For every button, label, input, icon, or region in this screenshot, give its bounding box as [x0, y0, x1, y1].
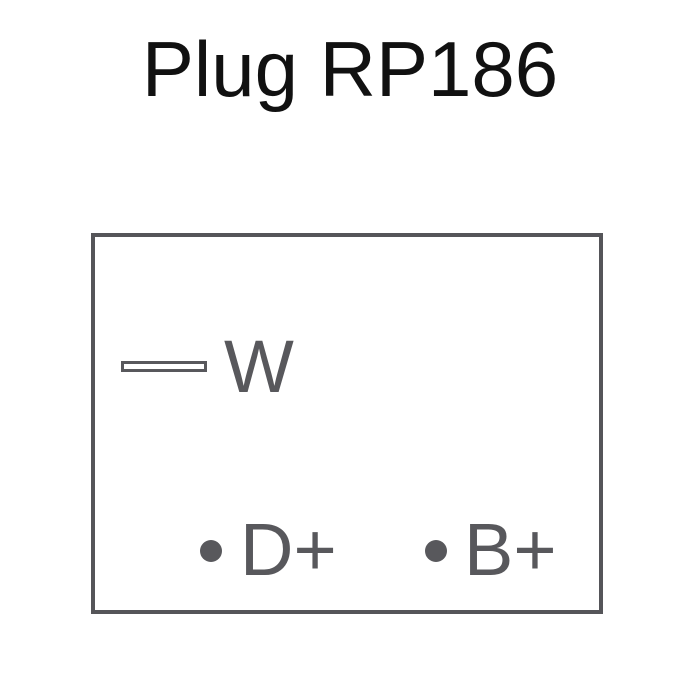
d-plus-pin-icon: [200, 540, 222, 562]
pin-label-b-plus: B+: [464, 508, 557, 591]
plug-outline: [91, 233, 603, 614]
pin-label-w: W: [224, 325, 294, 408]
b-plus-pin-icon: [425, 540, 447, 562]
pin-label-d-plus: D+: [240, 508, 337, 591]
page-title: Plug RP186: [141, 25, 559, 113]
w-blade-terminal-icon: [121, 361, 207, 372]
